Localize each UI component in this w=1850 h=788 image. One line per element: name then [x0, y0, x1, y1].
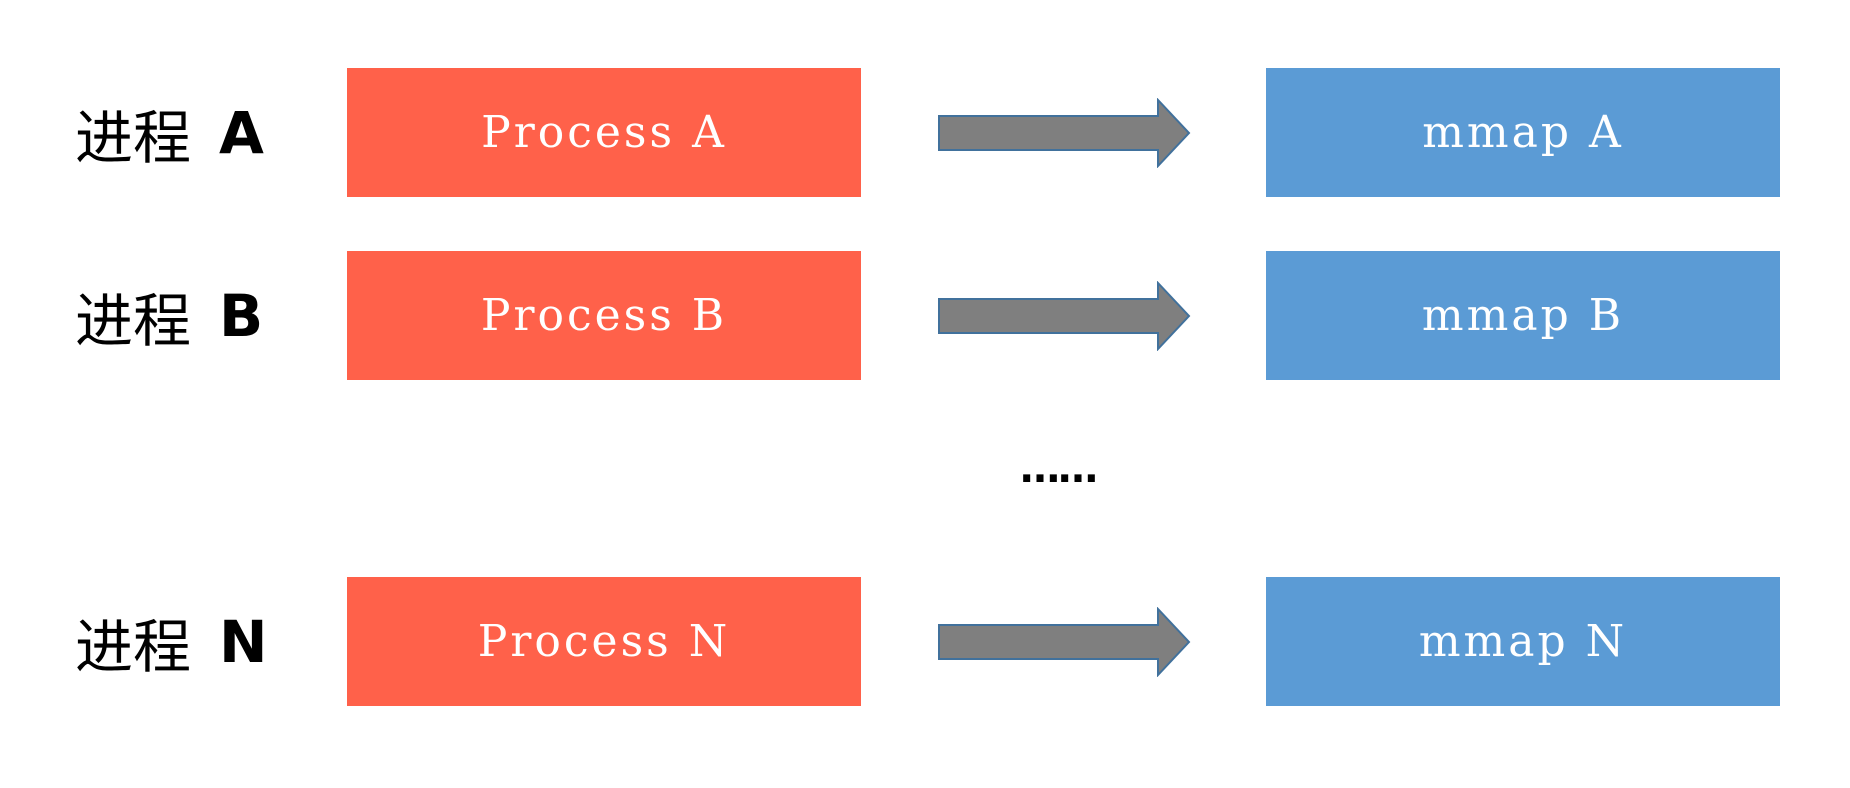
row-label-letter: N [219, 607, 268, 676]
mmap-box-n: mmap N [1266, 577, 1780, 706]
row-label-cn: 进程 [75, 286, 192, 355]
process-box-a: Process A [347, 68, 861, 197]
arrow-shape [938, 607, 1191, 677]
ellipsis: …… [1020, 446, 1098, 492]
arrow-right-icon [938, 98, 1191, 168]
row-label-cn: 进程 [75, 103, 192, 172]
process-box-b: Process B [347, 251, 861, 380]
row-label-b: 进程 B [75, 251, 263, 380]
row-label-n: 进程 N [75, 577, 268, 706]
row-label-letter: B [219, 281, 264, 350]
process-box-n: Process N [347, 577, 861, 706]
arrow-right-icon [938, 281, 1191, 351]
arrow-right-icon [938, 607, 1191, 677]
mmap-box-a: mmap A [1266, 68, 1780, 197]
row-label-a: 进程 A [75, 68, 264, 197]
arrow-shape [938, 281, 1191, 351]
row-label-letter: A [219, 98, 264, 167]
row-label-cn: 进程 [75, 612, 192, 681]
mmap-box-b: mmap B [1266, 251, 1780, 380]
arrow-shape [938, 98, 1191, 168]
